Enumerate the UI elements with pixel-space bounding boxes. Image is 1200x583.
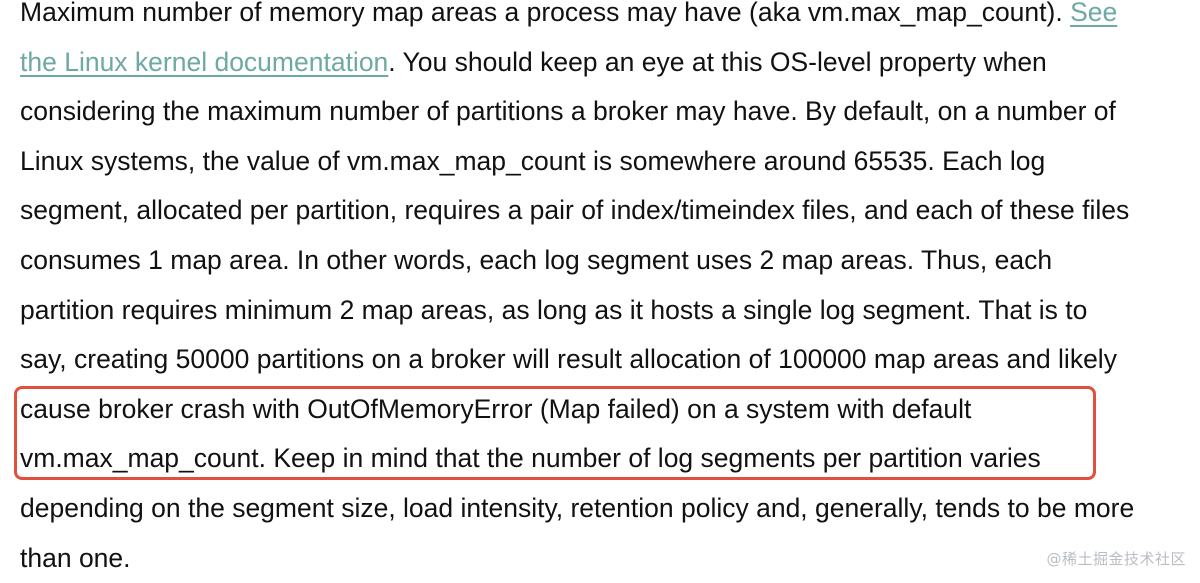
text-line-2: the Linux kernel documentation. You shou… (20, 38, 1195, 88)
line-2-rest: . You should keep an eye at this OS-leve… (388, 46, 1047, 77)
line-1-text: Maximum number of memory map areas a pro… (20, 0, 1071, 27)
text-line-6: consumes 1 map area. In other words, eac… (20, 244, 1053, 275)
text-line-1: Maximum number of memory map areas a pro… (20, 0, 1195, 38)
text-line-11: depending on the segment size, load inte… (20, 492, 1135, 523)
text-line-9: cause broker crash with OutOfMemoryError… (20, 393, 972, 424)
kernel-docs-link-part-1[interactable]: See (1070, 0, 1118, 27)
documentation-paragraph: Maximum number of memory map areas a pro… (20, 0, 1195, 583)
kernel-docs-link-part-2[interactable]: the Linux kernel documentation (20, 46, 389, 77)
watermark: @稀土掘金技术社区 (1046, 550, 1186, 568)
text-line-7: partition requires minimum 2 map areas, … (20, 294, 1088, 325)
text-line-4: Linux systems, the value of vm.max_map_c… (20, 145, 1046, 176)
text-line-8: say, creating 50000 partitions on a brok… (20, 344, 1117, 375)
text-line-3: considering the maximum number of partit… (20, 96, 1116, 127)
text-line-5: segment, allocated per partition, requir… (20, 195, 1130, 226)
text-line-10: vm.max_map_count. Keep in mind that the … (20, 443, 1041, 474)
text-line-12: than one. (20, 542, 131, 573)
